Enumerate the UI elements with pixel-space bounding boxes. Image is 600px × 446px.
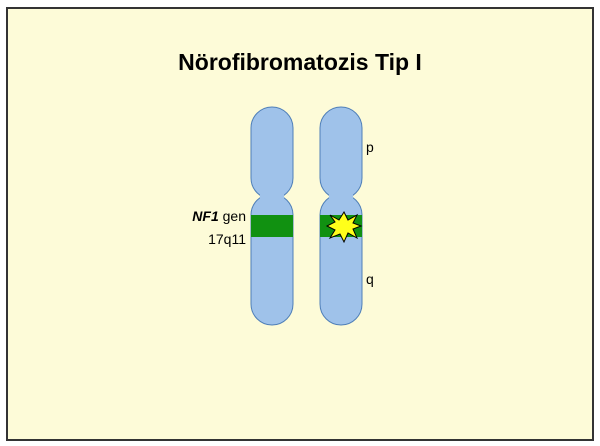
chromosome-mutated-p-arm xyxy=(319,106,363,200)
gene-symbol: NF1 xyxy=(192,208,219,224)
p-arm-label: p xyxy=(366,139,374,155)
gene-word: gen xyxy=(218,208,246,224)
centromere-normal xyxy=(260,193,284,201)
centromere-mutated xyxy=(329,193,353,201)
chromosome-normal xyxy=(250,106,294,326)
locus-label: 17q11 xyxy=(208,231,246,247)
gene-label: NF1 gen xyxy=(192,208,246,224)
chromosome-diagram xyxy=(250,106,363,326)
q-arm-label: q xyxy=(366,271,374,287)
mutation-starburst-icon xyxy=(325,210,363,244)
slide: Nörofibromatozis Tip I NF1 gen 17q11 p q xyxy=(6,7,594,441)
gene-band-normal xyxy=(251,215,293,237)
chromosome-normal-p-arm xyxy=(250,106,294,200)
slide-title: Nörofibromatozis Tip I xyxy=(178,49,422,75)
chromosome-mutated-q-arm xyxy=(319,193,363,326)
chromosome-normal-q-arm xyxy=(250,193,294,326)
